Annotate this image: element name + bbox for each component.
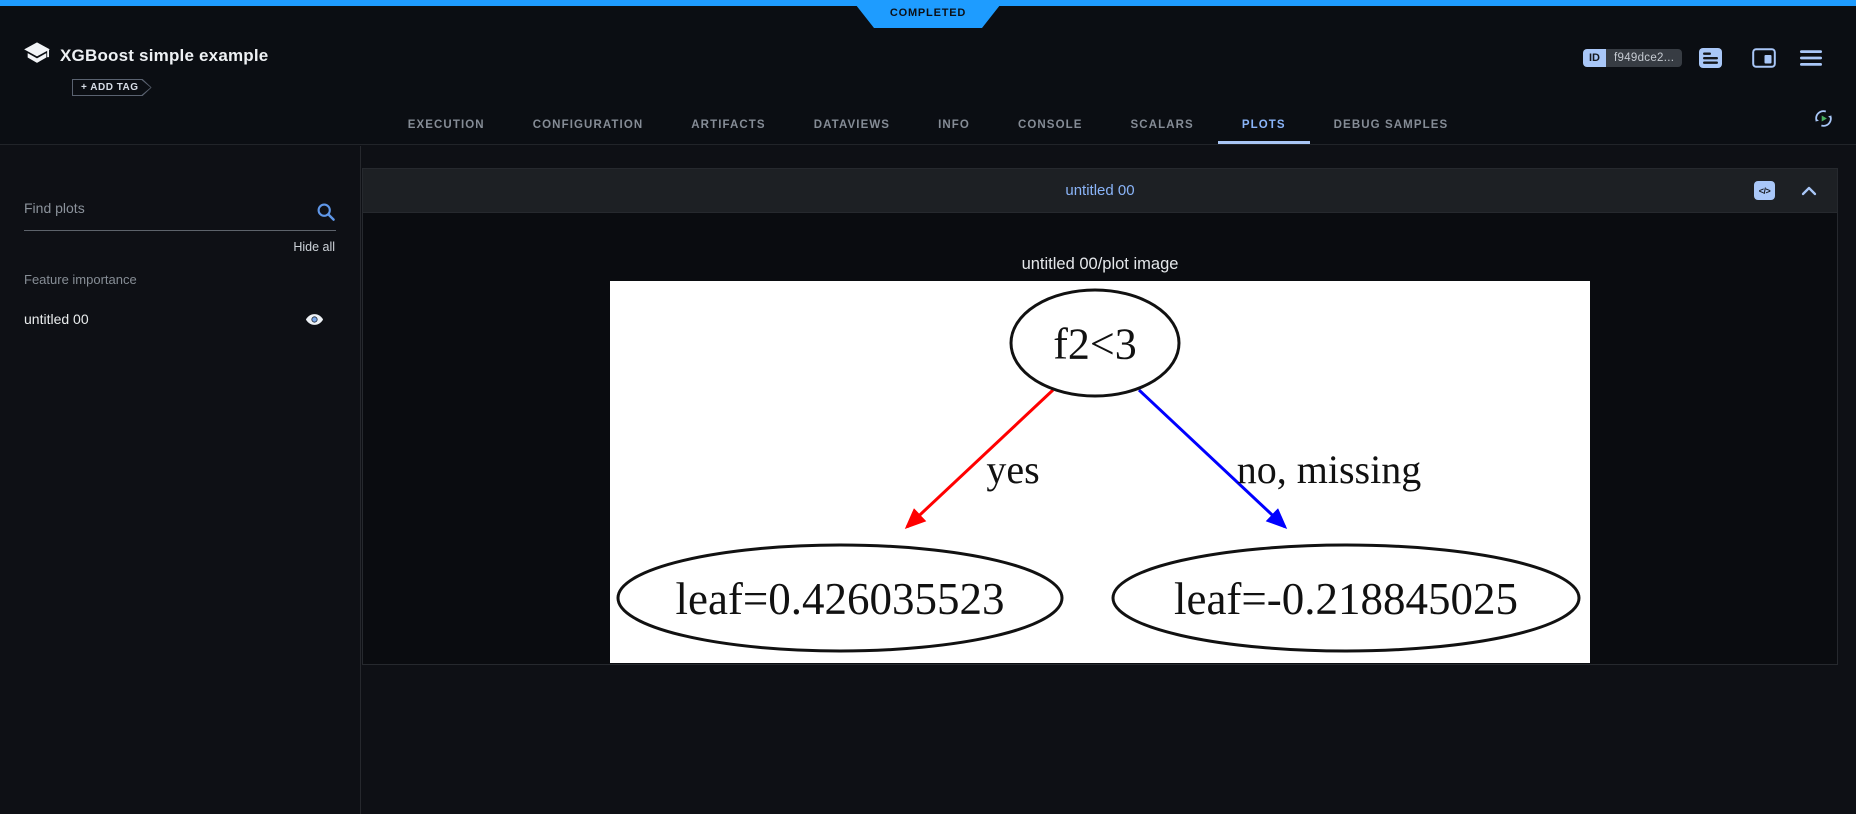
auto-refresh-icon[interactable] — [1813, 108, 1834, 129]
tab-artifacts[interactable]: ARTIFACTS — [691, 119, 766, 131]
tab-dataviews[interactable]: DATAVIEWS — [813, 119, 891, 131]
edge-label-yes: yes — [986, 447, 1039, 492]
add-tag-label: + ADD TAG — [73, 80, 151, 95]
plot-panel-header: untitled 00 — [363, 169, 1837, 213]
hide-all-link[interactable]: Hide all — [293, 240, 335, 254]
content-area: Hide all Feature importance untitled 00 … — [0, 146, 1856, 814]
plot-search-field — [24, 194, 336, 231]
id-chip-label: ID — [1583, 49, 1606, 67]
tab-info[interactable]: INFO — [938, 119, 970, 131]
plot-image-title: untitled 00/plot image — [1021, 255, 1179, 273]
menu-icon[interactable] — [1799, 48, 1823, 73]
sidebar-item-untitled-00[interactable]: untitled 00 — [24, 308, 324, 330]
edge-label-no-missing: no, missing — [1237, 447, 1421, 492]
plot-group-title: Feature importance — [24, 272, 137, 287]
tab-plots[interactable]: PLOTS — [1217, 106, 1310, 144]
experiment-title: XGBoost simple example — [60, 46, 269, 65]
search-icon[interactable] — [316, 202, 336, 222]
tab-console[interactable]: CONSOLE — [1017, 119, 1083, 131]
visibility-eye-icon[interactable] — [305, 313, 324, 326]
side-panel-layout-button[interactable] — [1752, 48, 1776, 73]
tree-leaf-left-label: leaf=0.426035523 — [675, 574, 1004, 624]
status-badge-label: COMPLETED — [889, 7, 967, 19]
tab-debug-samples[interactable]: DEBUG SAMPLES — [1333, 119, 1449, 131]
tree-leaf-right — [1111, 543, 1581, 653]
plot-panel-title: untitled 00 — [1065, 182, 1135, 199]
decision-tree-diagram: yes no, missing f2<3 leaf=0.426035523 le… — [616, 288, 1581, 653]
add-tag-button[interactable]: + ADD TAG — [72, 79, 152, 96]
plot-panel-untitled-00: untitled 00 </> untitled 00/plot image — [362, 168, 1838, 665]
tab-bar: EXECUTION CONFIGURATION ARTIFACTS DATAVI… — [0, 106, 1856, 144]
tree-leaf-right-label: leaf=-0.218845025 — [1174, 574, 1518, 624]
id-chip-value: f949dce2... — [1606, 49, 1683, 67]
plots-main-area: untitled 00 </> untitled 00/plot image — [362, 146, 1856, 814]
collapse-chevron-up-icon[interactable] — [1801, 186, 1817, 196]
tab-scalars[interactable]: SCALARS — [1130, 119, 1194, 131]
experiment-details-button[interactable] — [1698, 47, 1723, 74]
plot-item-label: untitled 00 — [24, 311, 89, 327]
edge-no-missing — [1137, 388, 1288, 530]
plots-sidebar: Hide all Feature importance untitled 00 — [0, 146, 361, 814]
tab-execution[interactable]: EXECUTION — [407, 119, 485, 131]
embed-code-button[interactable]: </> — [1754, 181, 1775, 200]
experiment-header: XGBoost simple example + ADD TAG ID f949… — [0, 6, 1856, 145]
search-input[interactable] — [24, 194, 304, 216]
tree-root-label: f2<3 — [1053, 319, 1136, 368]
experiment-id-badge[interactable]: ID f949dce2... — [1583, 49, 1683, 67]
tree-leaf-left — [616, 543, 1064, 653]
edge-yes — [904, 388, 1055, 530]
experiment-type-icon — [22, 40, 52, 73]
tab-configuration[interactable]: CONFIGURATION — [532, 119, 644, 131]
tree-root-node — [1009, 288, 1181, 398]
plot-image: yes no, missing f2<3 leaf=0.426035523 le… — [610, 281, 1590, 663]
status-color-bar — [0, 0, 1856, 6]
